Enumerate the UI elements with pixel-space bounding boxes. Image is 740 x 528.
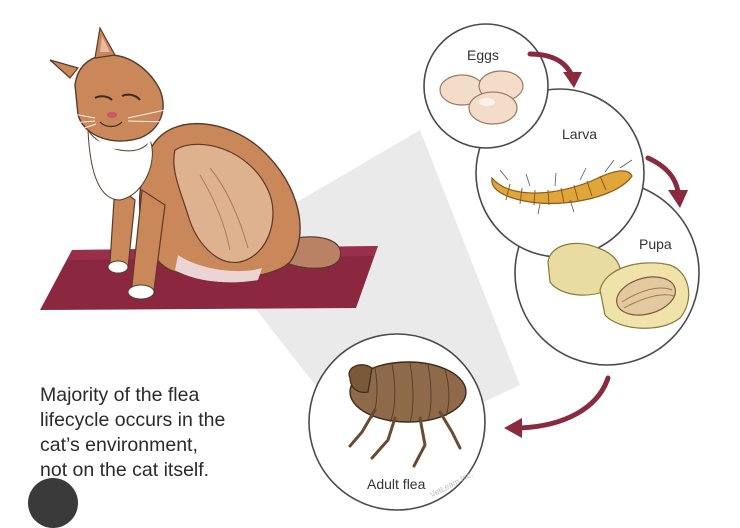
stage-label-adult-flea: Adult flea bbox=[367, 476, 426, 492]
arrowhead-larva-to-pupa bbox=[668, 190, 688, 208]
cat-belly bbox=[175, 255, 262, 283]
caption-line: cat’s environment, bbox=[40, 434, 198, 456]
arrow-larva-to-pupa bbox=[645, 155, 681, 195]
flea-lifecycle-diagram bbox=[40, 23, 700, 511]
arrowhead-eggs-to-larva bbox=[563, 72, 582, 88]
caption: Majority of the flea lifecycle occurs in… bbox=[40, 383, 225, 483]
cat-collar bbox=[91, 136, 154, 150]
pupa-illustration bbox=[547, 242, 690, 329]
stage-label-eggs: Eggs bbox=[467, 47, 499, 63]
larva-illustration bbox=[491, 159, 633, 215]
stage-label-pupa: Pupa bbox=[639, 236, 672, 252]
corner-overlay bbox=[28, 478, 78, 528]
caption-line: lifecycle occurs in the bbox=[40, 409, 226, 431]
eggs-illustration bbox=[439, 70, 524, 125]
stage-label-larva: Larva bbox=[562, 126, 598, 142]
cat-tail bbox=[284, 236, 342, 269]
cat-illustration bbox=[49, 26, 342, 300]
caption-line: Majority of the flea bbox=[40, 384, 200, 406]
arrow-pupa-to-adult bbox=[517, 375, 611, 431]
adult-flea-illustration bbox=[348, 361, 467, 468]
arrowhead-pupa-to-adult bbox=[504, 418, 522, 438]
cat-head bbox=[74, 54, 164, 142]
cat-hind-leg bbox=[173, 143, 274, 263]
cat-ear-right bbox=[49, 59, 80, 79]
caption-line: not on the cat itself. bbox=[40, 459, 210, 481]
cat-chest bbox=[87, 129, 153, 201]
